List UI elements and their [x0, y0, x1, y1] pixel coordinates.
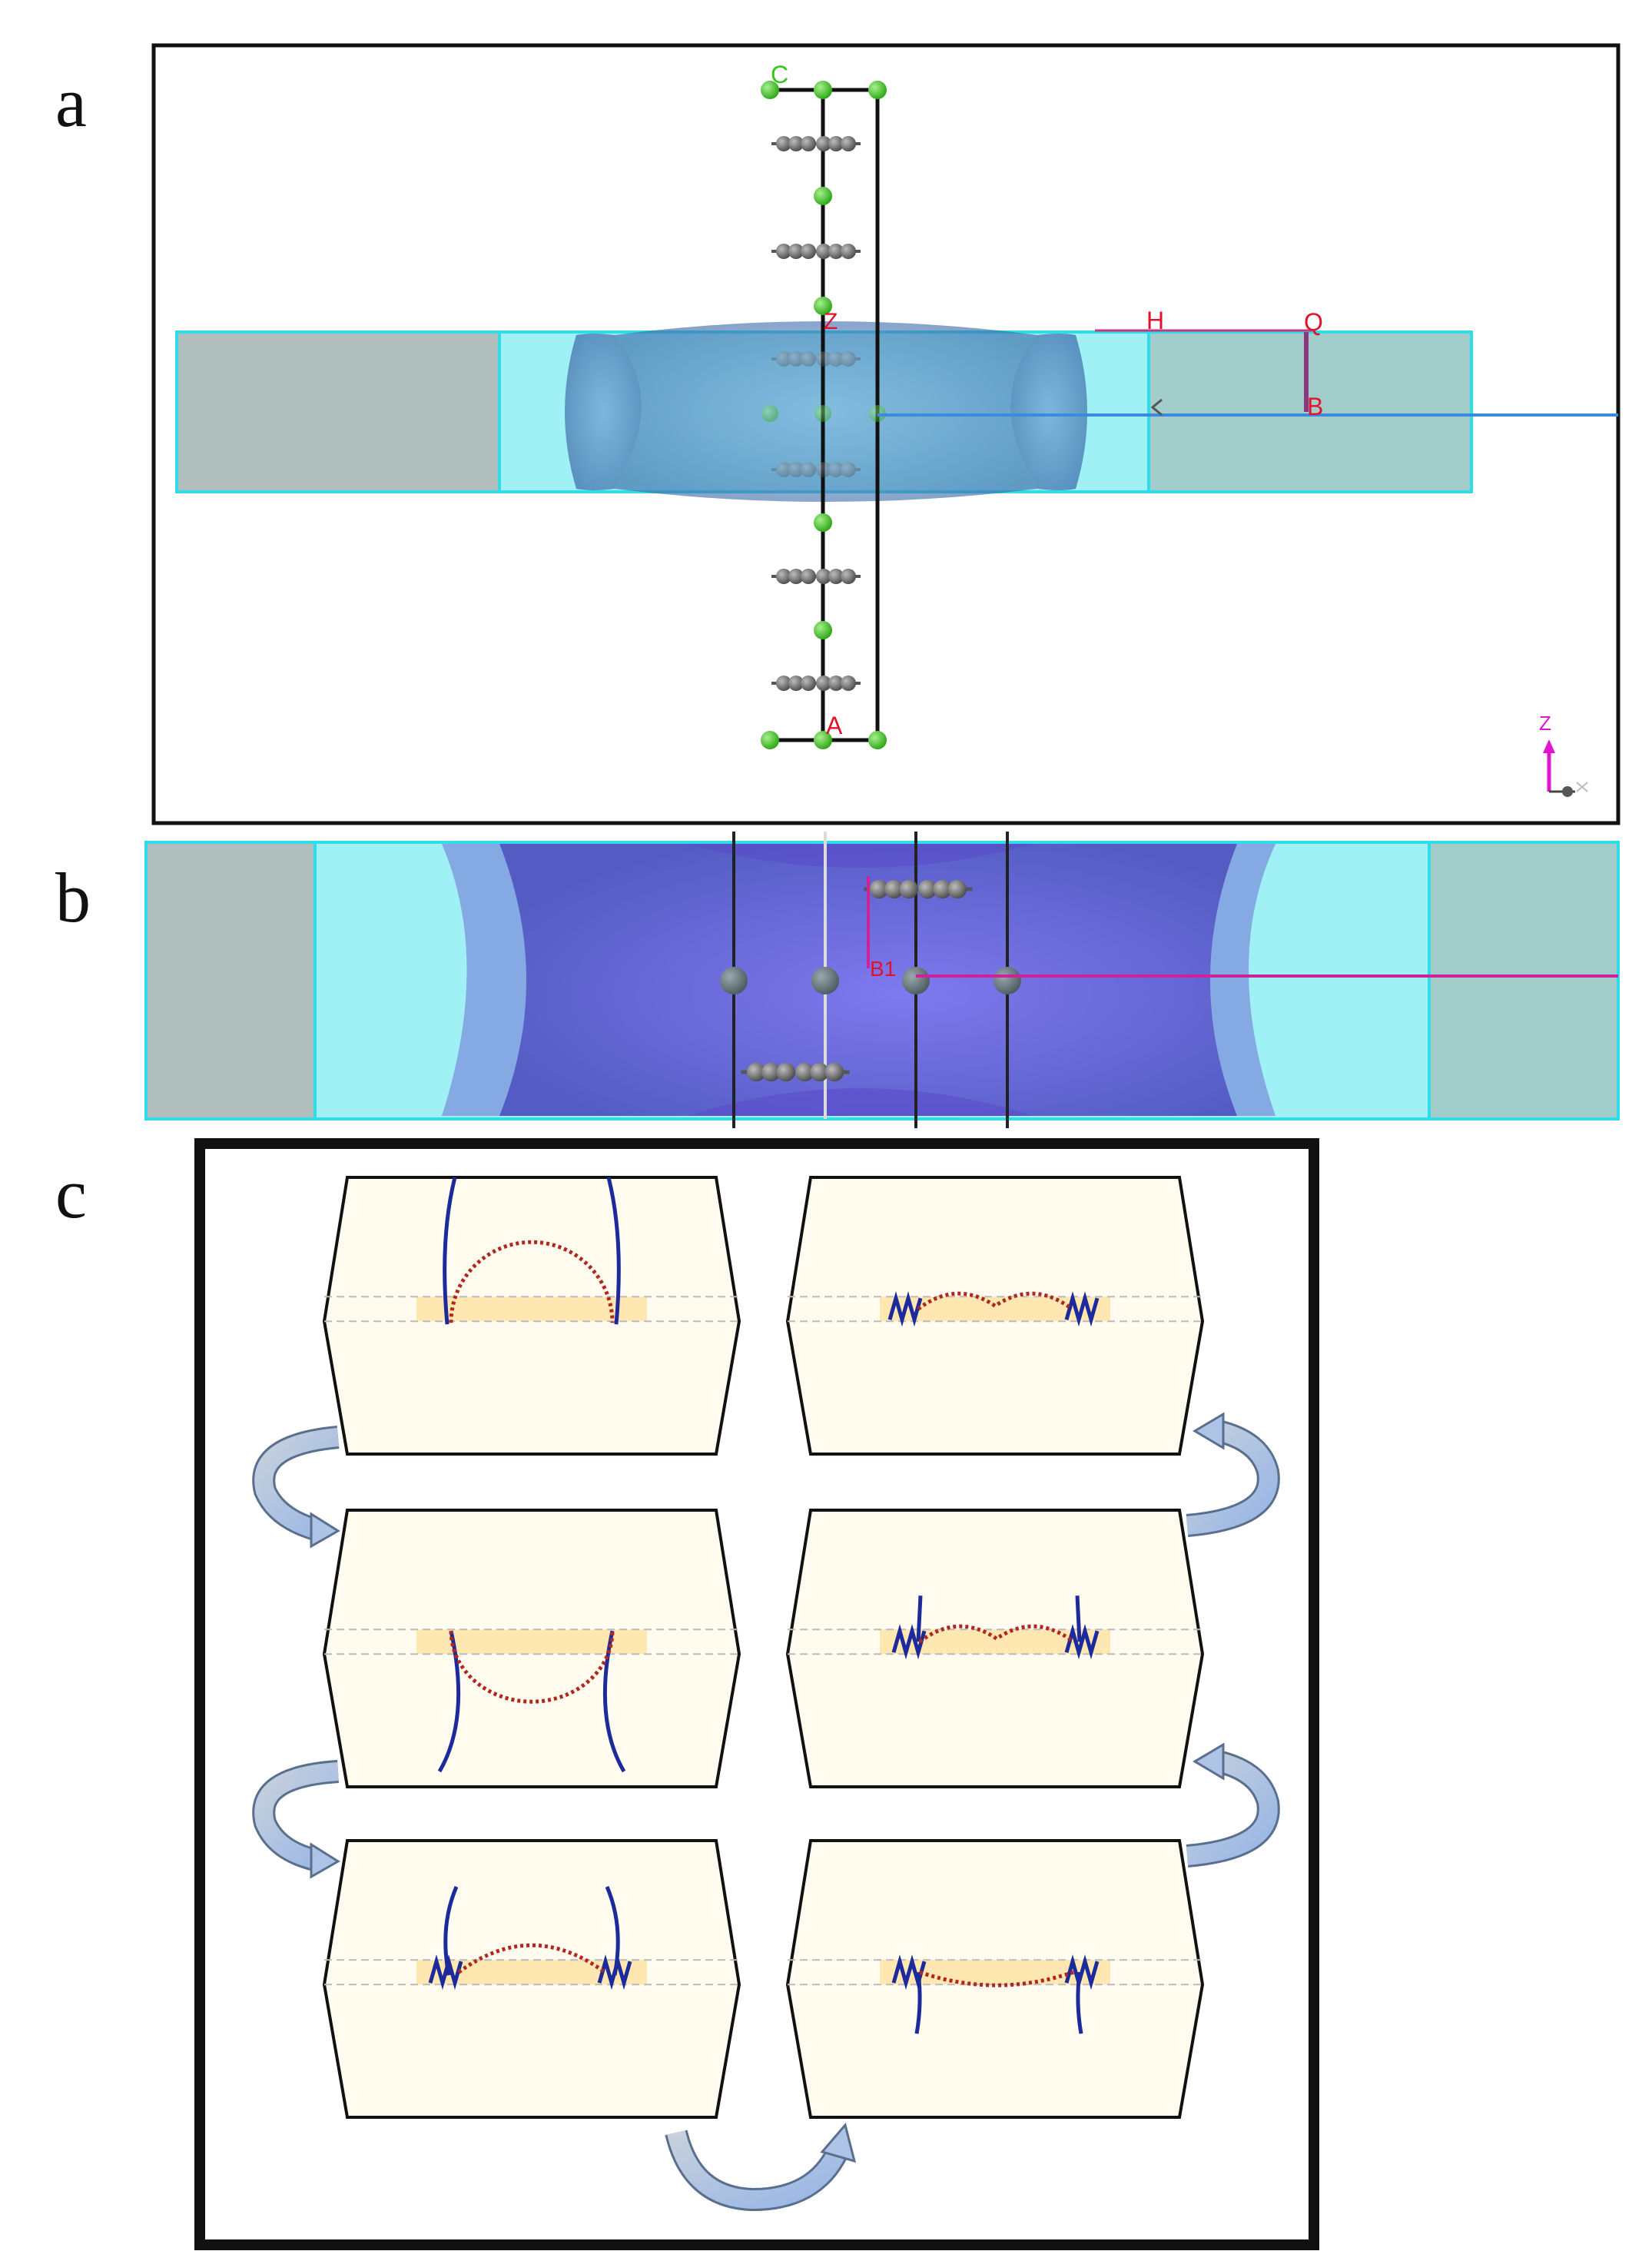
red-wave	[918, 1624, 1075, 1644]
slab-left-1	[322, 1176, 741, 1456]
right-electrode-block	[1147, 330, 1473, 493]
slab-left-3	[322, 1839, 741, 2119]
red-arc	[449, 1631, 615, 1704]
label-b1: B1	[870, 957, 896, 981]
red-arc	[449, 1240, 615, 1323]
label-z: Z	[824, 309, 838, 334]
arrow-right-2	[1186, 1742, 1280, 1868]
volume-right-lobe	[1010, 334, 1087, 490]
red-arc	[457, 1943, 606, 1974]
panel-letter-b: b	[55, 858, 91, 937]
volume-bottom-cap-b	[688, 1088, 1033, 1116]
pinned-segment	[428, 1954, 463, 1990]
arrow-right-1	[1186, 1412, 1280, 1537]
red-arc	[919, 1970, 1074, 1987]
arrow-left-1	[252, 1426, 340, 1549]
pinned-segment	[597, 1954, 632, 1990]
blue-line-left	[443, 1177, 457, 1325]
red-wave	[917, 1291, 1073, 1311]
label-c: C	[771, 61, 788, 88]
arrow-tick	[1150, 398, 1163, 417]
green-atoms	[761, 81, 887, 749]
pinned-segment	[891, 1624, 927, 1660]
arrow-left-2	[252, 1760, 340, 1879]
pinned-segment	[891, 1954, 927, 1990]
axis-label-z: Z	[1539, 712, 1551, 735]
panel-a: C Z H Q B A Z	[151, 43, 1620, 825]
label-b: B	[1307, 393, 1323, 420]
slate-atoms-b	[720, 967, 1021, 994]
panel-b: B1	[144, 832, 1620, 1128]
slabs	[252, 1176, 1280, 2212]
right-electrode-block-b	[1428, 841, 1620, 1121]
pinned-segment	[1064, 1291, 1100, 1327]
pinned-segment	[1064, 1954, 1100, 1990]
blue-stub-left	[916, 1595, 923, 1642]
volume-inner-b	[499, 844, 1237, 1116]
panel-letter-c: c	[55, 1154, 87, 1233]
pinned-segment	[1064, 1624, 1100, 1660]
label-q: Q	[1304, 308, 1323, 336]
label-h: H	[1146, 307, 1164, 334]
pinned-segment	[887, 1291, 923, 1327]
label-a: A	[826, 712, 843, 739]
arrow-bottom	[665, 2122, 857, 2212]
left-electrode-block-b	[144, 841, 317, 1121]
slab-left-2	[322, 1509, 741, 1788]
volume-left-lobe	[565, 334, 642, 490]
axis-triad: Z	[1539, 712, 1588, 797]
slab-right-1	[785, 1176, 1205, 1456]
panel-c	[194, 1138, 1319, 2250]
slab-right-3	[785, 1839, 1205, 2119]
slab-right-2	[785, 1509, 1205, 1788]
left-electrode-block	[175, 330, 501, 493]
panel-letter-a: a	[55, 63, 87, 141]
volume-top-cap-b	[688, 844, 1033, 868]
blue-line-right	[606, 1177, 621, 1325]
blue-stub-right	[1075, 1595, 1082, 1642]
